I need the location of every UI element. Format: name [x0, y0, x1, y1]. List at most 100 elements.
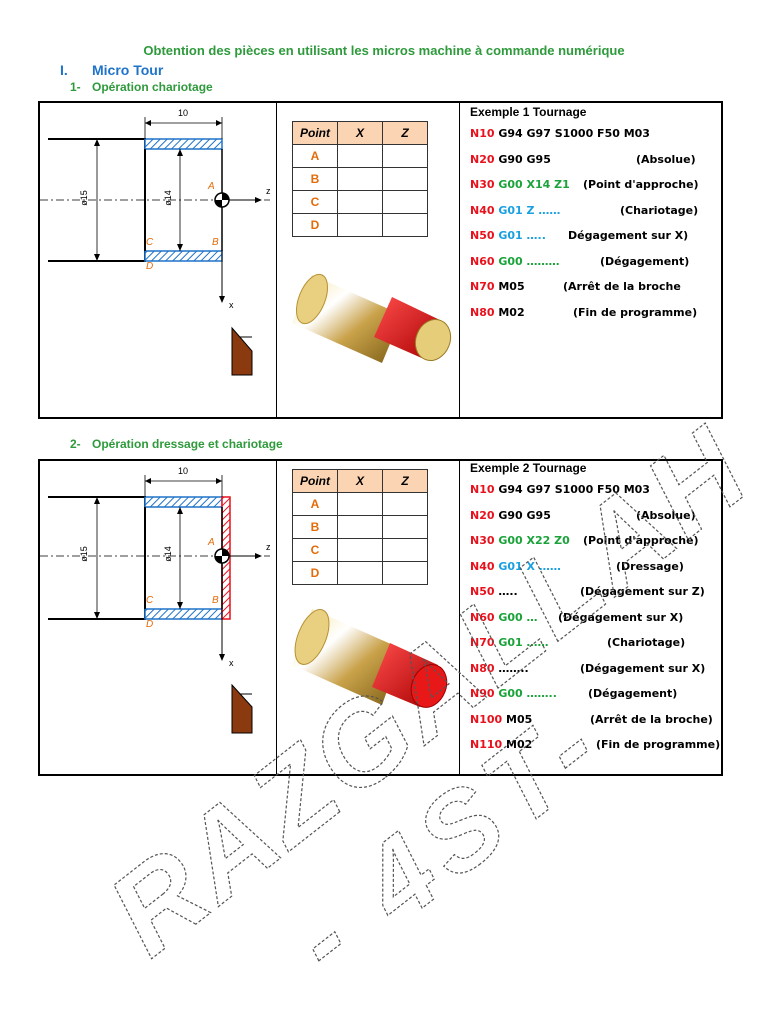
z-input-cell[interactable] [382, 213, 428, 237]
table-row: D [292, 561, 428, 585]
section-number: 1- [70, 80, 81, 94]
x-input-cell[interactable] [337, 167, 383, 191]
section-heading-I: I. Micro Tour [60, 62, 260, 80]
point-cell: B [292, 167, 338, 191]
point-label-C: C [146, 237, 154, 248]
axis-label-x: x [229, 658, 234, 668]
nc-program-2: Exemple 2 Tournage N10 G94 G97 S1000 F50… [470, 461, 720, 774]
program-line: N70 G01 ……(Chariotage) [470, 636, 720, 649]
x-input-cell[interactable] [337, 515, 383, 539]
table-header-row: Point X Z [292, 469, 428, 493]
line-comment: (Dégagement) [588, 687, 678, 700]
g-code: M05 [506, 712, 533, 726]
line-comment: (Fin de programme) [596, 738, 721, 751]
block-number: N20 [470, 152, 495, 166]
section-heading-2: 2- Opération dressage et chariotage [70, 437, 370, 453]
g-code: G00 … [498, 610, 538, 624]
line-comment: (Chariotage) [620, 203, 699, 217]
block-number: N40 [470, 559, 495, 573]
line-comment: (Point d'approche) [583, 534, 699, 547]
z-input-cell[interactable] [382, 190, 428, 214]
table-header-row: Point X Z [292, 121, 428, 145]
table-row: D [292, 213, 428, 237]
program-line: N70 M05(Arrêt de la broche [470, 280, 720, 293]
block-number: N50 [470, 585, 495, 598]
dimension-diameter-14: ø14 [162, 190, 173, 206]
z-input-cell[interactable] [382, 515, 428, 539]
dimension-length: 10 [178, 466, 189, 476]
program-line: N80 M02(Fin de programme) [470, 306, 720, 319]
program-line: N90 G00 ……..(Dégagement) [470, 687, 720, 700]
block-number: N70 [470, 280, 495, 293]
column-divider [276, 461, 277, 774]
z-input-cell[interactable] [382, 144, 428, 168]
program-line: N10 G94 G97 S1000 F50 M03 [470, 483, 720, 496]
axis-label-z: z [266, 186, 271, 196]
point-cell: A [292, 492, 338, 516]
line-comment: (Arrêt de la broche [563, 280, 681, 293]
section-number: 2- [70, 437, 81, 451]
point-cell: C [292, 538, 338, 562]
line-comment: (Dégagement sur X) [558, 610, 684, 624]
turning-drawing-2 [40, 475, 270, 734]
block-number: N40 [470, 203, 495, 217]
exercise-frame-1: 10 ø15 ø14 A B C D z x Point X Z A B C D [38, 101, 723, 419]
nc-program-1: Exemple 1 Tournage N10 G94 G97 S1000 F50… [470, 103, 720, 417]
z-input-cell[interactable] [382, 492, 428, 516]
program-line: N10 G94 G97 S1000 F50 M03 [470, 127, 720, 140]
line-comment: (Dégagement sur X) [580, 661, 706, 675]
x-input-cell[interactable] [337, 492, 383, 516]
chip-bottom [144, 250, 223, 262]
g-code: G94 G97 S1000 F50 M03 [498, 127, 650, 140]
chip-top [144, 138, 223, 150]
block-number: N10 [470, 127, 495, 140]
column-header-z: Z [382, 121, 428, 145]
point-label-B: B [212, 595, 219, 606]
table-row: A [292, 492, 428, 516]
point-cell: D [292, 213, 338, 237]
dimension-length: 10 [178, 108, 189, 118]
line-comment: (Fin de programme) [573, 305, 698, 319]
section-label: Micro Tour [92, 62, 164, 78]
program-line: N60 G00 …(Dégagement sur X) [470, 611, 720, 624]
block-number: N60 [470, 254, 495, 268]
point-label-C: C [146, 595, 154, 606]
program-title: Exemple 2 Tournage [470, 461, 587, 475]
x-input-cell[interactable] [337, 561, 383, 585]
dimension-diameter-15: ø15 [78, 190, 89, 206]
x-input-cell[interactable] [337, 213, 383, 237]
g-code: M02 [506, 738, 533, 751]
program-line: N50 …..(Dégagement sur Z) [470, 585, 720, 598]
program-line: N40 G01 X ……(Dressage) [470, 560, 720, 573]
z-input-cell[interactable] [382, 561, 428, 585]
block-number: N80 [470, 305, 495, 319]
program-line: N50 G01 …..Dégagement sur X) [470, 229, 720, 242]
column-divider [276, 103, 277, 417]
machined-part-image-1 [292, 273, 452, 363]
column-divider [459, 103, 460, 417]
section-label: Opération dressage et chariotage [92, 437, 283, 451]
block-number: N30 [470, 534, 495, 547]
x-input-cell[interactable] [337, 538, 383, 562]
g-code: G01 …… [498, 636, 549, 649]
table-row: A [292, 144, 428, 168]
z-input-cell[interactable] [382, 538, 428, 562]
g-code: G90 G95 [498, 508, 551, 522]
program-title: Exemple 1 Tournage [470, 105, 587, 119]
g-code: G94 G97 S1000 F50 M03 [498, 483, 650, 496]
point-cell: B [292, 515, 338, 539]
g-code: …….. [498, 661, 529, 675]
column-header-x: X [337, 469, 383, 493]
x-input-cell[interactable] [337, 144, 383, 168]
document-title: Obtention des pièces en utilisant les mi… [143, 43, 625, 58]
table-row: B [292, 167, 428, 191]
g-code: G01 Z …… [498, 203, 561, 217]
cutting-tool-icon [231, 683, 253, 734]
point-label-A: A [208, 537, 215, 548]
z-input-cell[interactable] [382, 167, 428, 191]
program-line: N100 M05(Arrêt de la broche) [470, 713, 720, 726]
line-comment: (Point d'approche) [583, 178, 699, 191]
point-label-A: A [208, 181, 215, 192]
x-input-cell[interactable] [337, 190, 383, 214]
block-number: N80 [470, 661, 495, 675]
